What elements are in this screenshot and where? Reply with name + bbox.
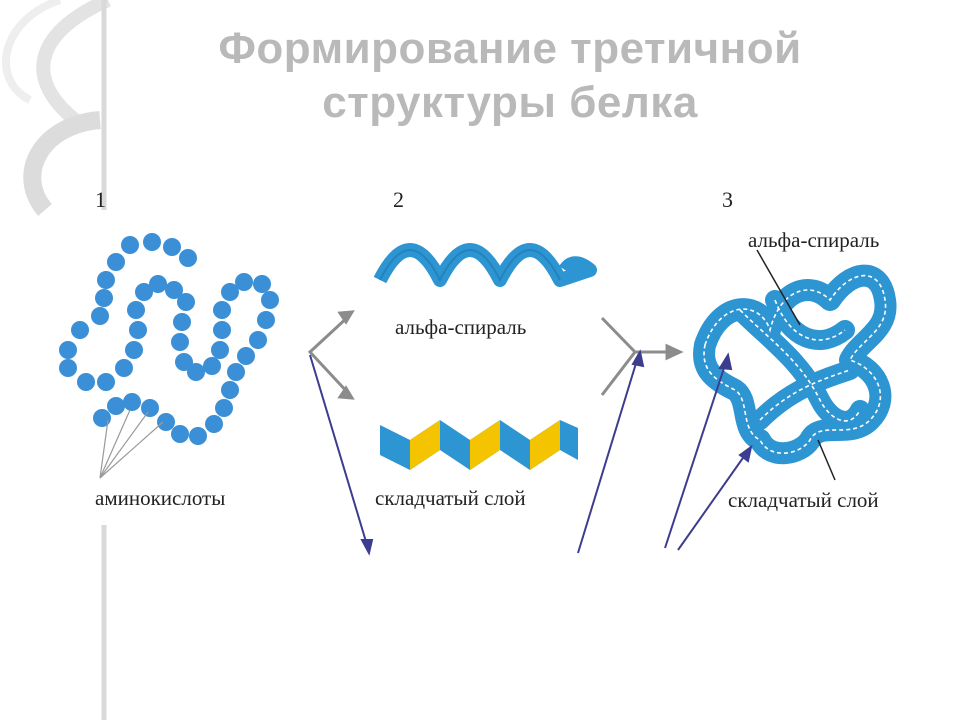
amino-acid-bead (171, 333, 189, 351)
label-aminoacids: аминокислоты (95, 486, 226, 510)
tertiary-structure (693, 249, 897, 481)
amino-acid-bead (221, 283, 239, 301)
amino-acid-bead (235, 273, 253, 291)
amino-acid-bead (227, 363, 245, 381)
amino-acid-bead (115, 359, 133, 377)
amino-acid-bead (177, 293, 195, 311)
amino-acid-bead (173, 313, 191, 331)
amino-acid-bead (135, 283, 153, 301)
alpha-pointer-line (756, 249, 801, 326)
amino-acid-bead (179, 249, 197, 267)
label-tertiary-beta: складчатый слой (728, 488, 879, 512)
amino-acid-bead (261, 291, 279, 309)
amino-acid-bead (211, 341, 229, 359)
amino-acid-bead (129, 321, 147, 339)
amino-acid-bead (121, 236, 139, 254)
beta-pointer-line (817, 439, 836, 481)
amino-acid-bead (95, 289, 113, 307)
amino-acid-bead (253, 275, 271, 293)
amino-acid-bead (97, 373, 115, 391)
alpha-helix-ribbon (373, 243, 597, 287)
amino-acid-bead (97, 271, 115, 289)
label-beta-sheet: складчатый слой (375, 486, 526, 510)
amino-acid-bead (59, 359, 77, 377)
beta-sheet-ribbon (380, 420, 578, 470)
amino-acid-bead (257, 311, 275, 329)
amino-acid-bead (107, 397, 125, 415)
amino-acid-bead (171, 425, 189, 443)
amino-acid-bead (215, 399, 233, 417)
amino-acid-bead (163, 238, 181, 256)
amino-acid-bead (149, 275, 167, 293)
amino-acid-bead (249, 331, 267, 349)
amino-acid-bead (91, 307, 109, 325)
page-title: Формирование третичной структуры белка (150, 22, 870, 130)
amino-acid-bead (77, 373, 95, 391)
amino-acid-bead (213, 301, 231, 319)
amino-acid-bead (175, 353, 193, 371)
navy-arrows (309, 349, 753, 556)
label-alpha-helix: альфа-спираль (395, 315, 527, 339)
step-number-1: 1 (95, 187, 106, 212)
amino-acid-bead (127, 301, 145, 319)
amino-acid-bead (237, 347, 255, 365)
title-line-1: Формирование третичной (218, 24, 802, 73)
amino-acid-bead (187, 363, 205, 381)
gray-arrows (307, 310, 684, 400)
amino-acid-bead (213, 321, 231, 339)
amino-acid-bead (71, 321, 89, 339)
amino-acid-bead (143, 233, 161, 251)
amino-acid-bead (141, 399, 159, 417)
amino-acid-bead (125, 341, 143, 359)
amino-acid-bead (123, 393, 141, 411)
step-number-2: 2 (393, 187, 404, 212)
amino-acid-bead (157, 413, 175, 431)
amino-acid-bead (107, 253, 125, 271)
amino-acid-bead (203, 357, 221, 375)
amino-acid-bead (93, 409, 111, 427)
amino-acid-bead (59, 341, 77, 359)
amino-acid-bead (165, 281, 183, 299)
step-number-3: 3 (722, 187, 733, 212)
label-tertiary-alpha: альфа-спираль (748, 228, 880, 252)
amino-acid-bead (221, 381, 239, 399)
title-line-2: структуры белка (322, 78, 698, 127)
amino-acid-bead (205, 415, 223, 433)
amino-acid-bead (189, 427, 207, 445)
aminoacid-pointer-lines (99, 409, 164, 479)
amino-acid-chain (59, 233, 279, 445)
